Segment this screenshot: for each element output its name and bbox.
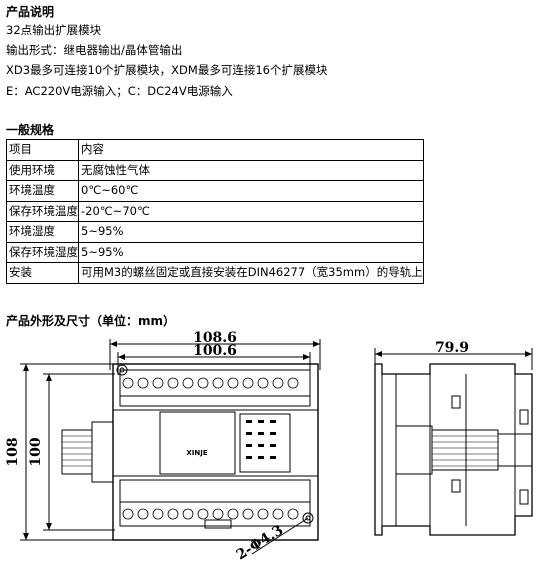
table-row: 项目内容	[6, 139, 424, 161]
product-line-4: E：AC220V电源输入；C：DC24V电源输入	[6, 84, 233, 98]
spec-cell: 保存环境湿度	[6, 241, 79, 263]
brand-logo: XINJE	[186, 449, 207, 457]
spec-cell: 环境湿度	[6, 221, 79, 243]
spec-cell: 安装	[6, 262, 79, 284]
led-indicators	[246, 420, 276, 459]
product-heading: 产品说明	[6, 5, 55, 19]
spec-cell: 5~95%	[78, 221, 424, 243]
ribbon-cable	[62, 435, 92, 467]
spec-cell: 项目	[6, 139, 79, 161]
table-row: 保存环境温度-20℃~70℃	[6, 200, 424, 222]
spec-heading: 一般规格	[6, 123, 55, 137]
product-line-1: 32点输出扩展模块	[6, 23, 102, 37]
dim-height-outer: 108	[5, 437, 21, 466]
side-ribbon	[432, 435, 498, 467]
spec-cell: 无腐蚀性气体	[78, 159, 424, 181]
dim-hole: 2-Φ4.3	[234, 522, 287, 563]
dim-depth: 79.9	[435, 340, 469, 356]
dim-width-inner: 100.6	[193, 343, 237, 359]
spec-cell: 5~95%	[78, 241, 424, 263]
dims-heading: 产品外形及尺寸（单位：mm）	[6, 314, 176, 328]
spec-cell: 环境温度	[6, 180, 79, 202]
dim-height-inner: 100	[28, 437, 44, 466]
spec-cell: 使用环境	[6, 159, 79, 181]
dim-width-outer: 108.6	[193, 330, 237, 346]
spec-cell: 0℃~60℃	[78, 180, 424, 202]
dimension-drawing: 108.6 100.6 108 100 XINJE 2-Φ4.3 79.9	[5, 330, 533, 563]
spec-cell: 可用M3的螺丝固定或直接安装在DIN46277（宽35mm）的导轨上	[78, 262, 424, 284]
product-line-2: 输出形式：继电器输出/晶体管输出	[6, 43, 183, 57]
table-row: 使用环境无腐蚀性气体	[6, 159, 424, 181]
front-view	[20, 339, 321, 555]
side-view	[374, 348, 533, 536]
product-line-3: XD3最多可连接10个扩展模块，XDM最多可连接16个扩展模块	[6, 63, 328, 77]
table-row: 安装可用M3的螺丝固定或直接安装在DIN46277（宽35mm）的导轨上	[6, 262, 424, 284]
terminal-screws	[122, 377, 299, 520]
spec-cell: 保存环境温度	[6, 200, 79, 222]
spec-cell: 内容	[78, 139, 424, 161]
spec-cell: -20℃~70℃	[78, 200, 424, 222]
